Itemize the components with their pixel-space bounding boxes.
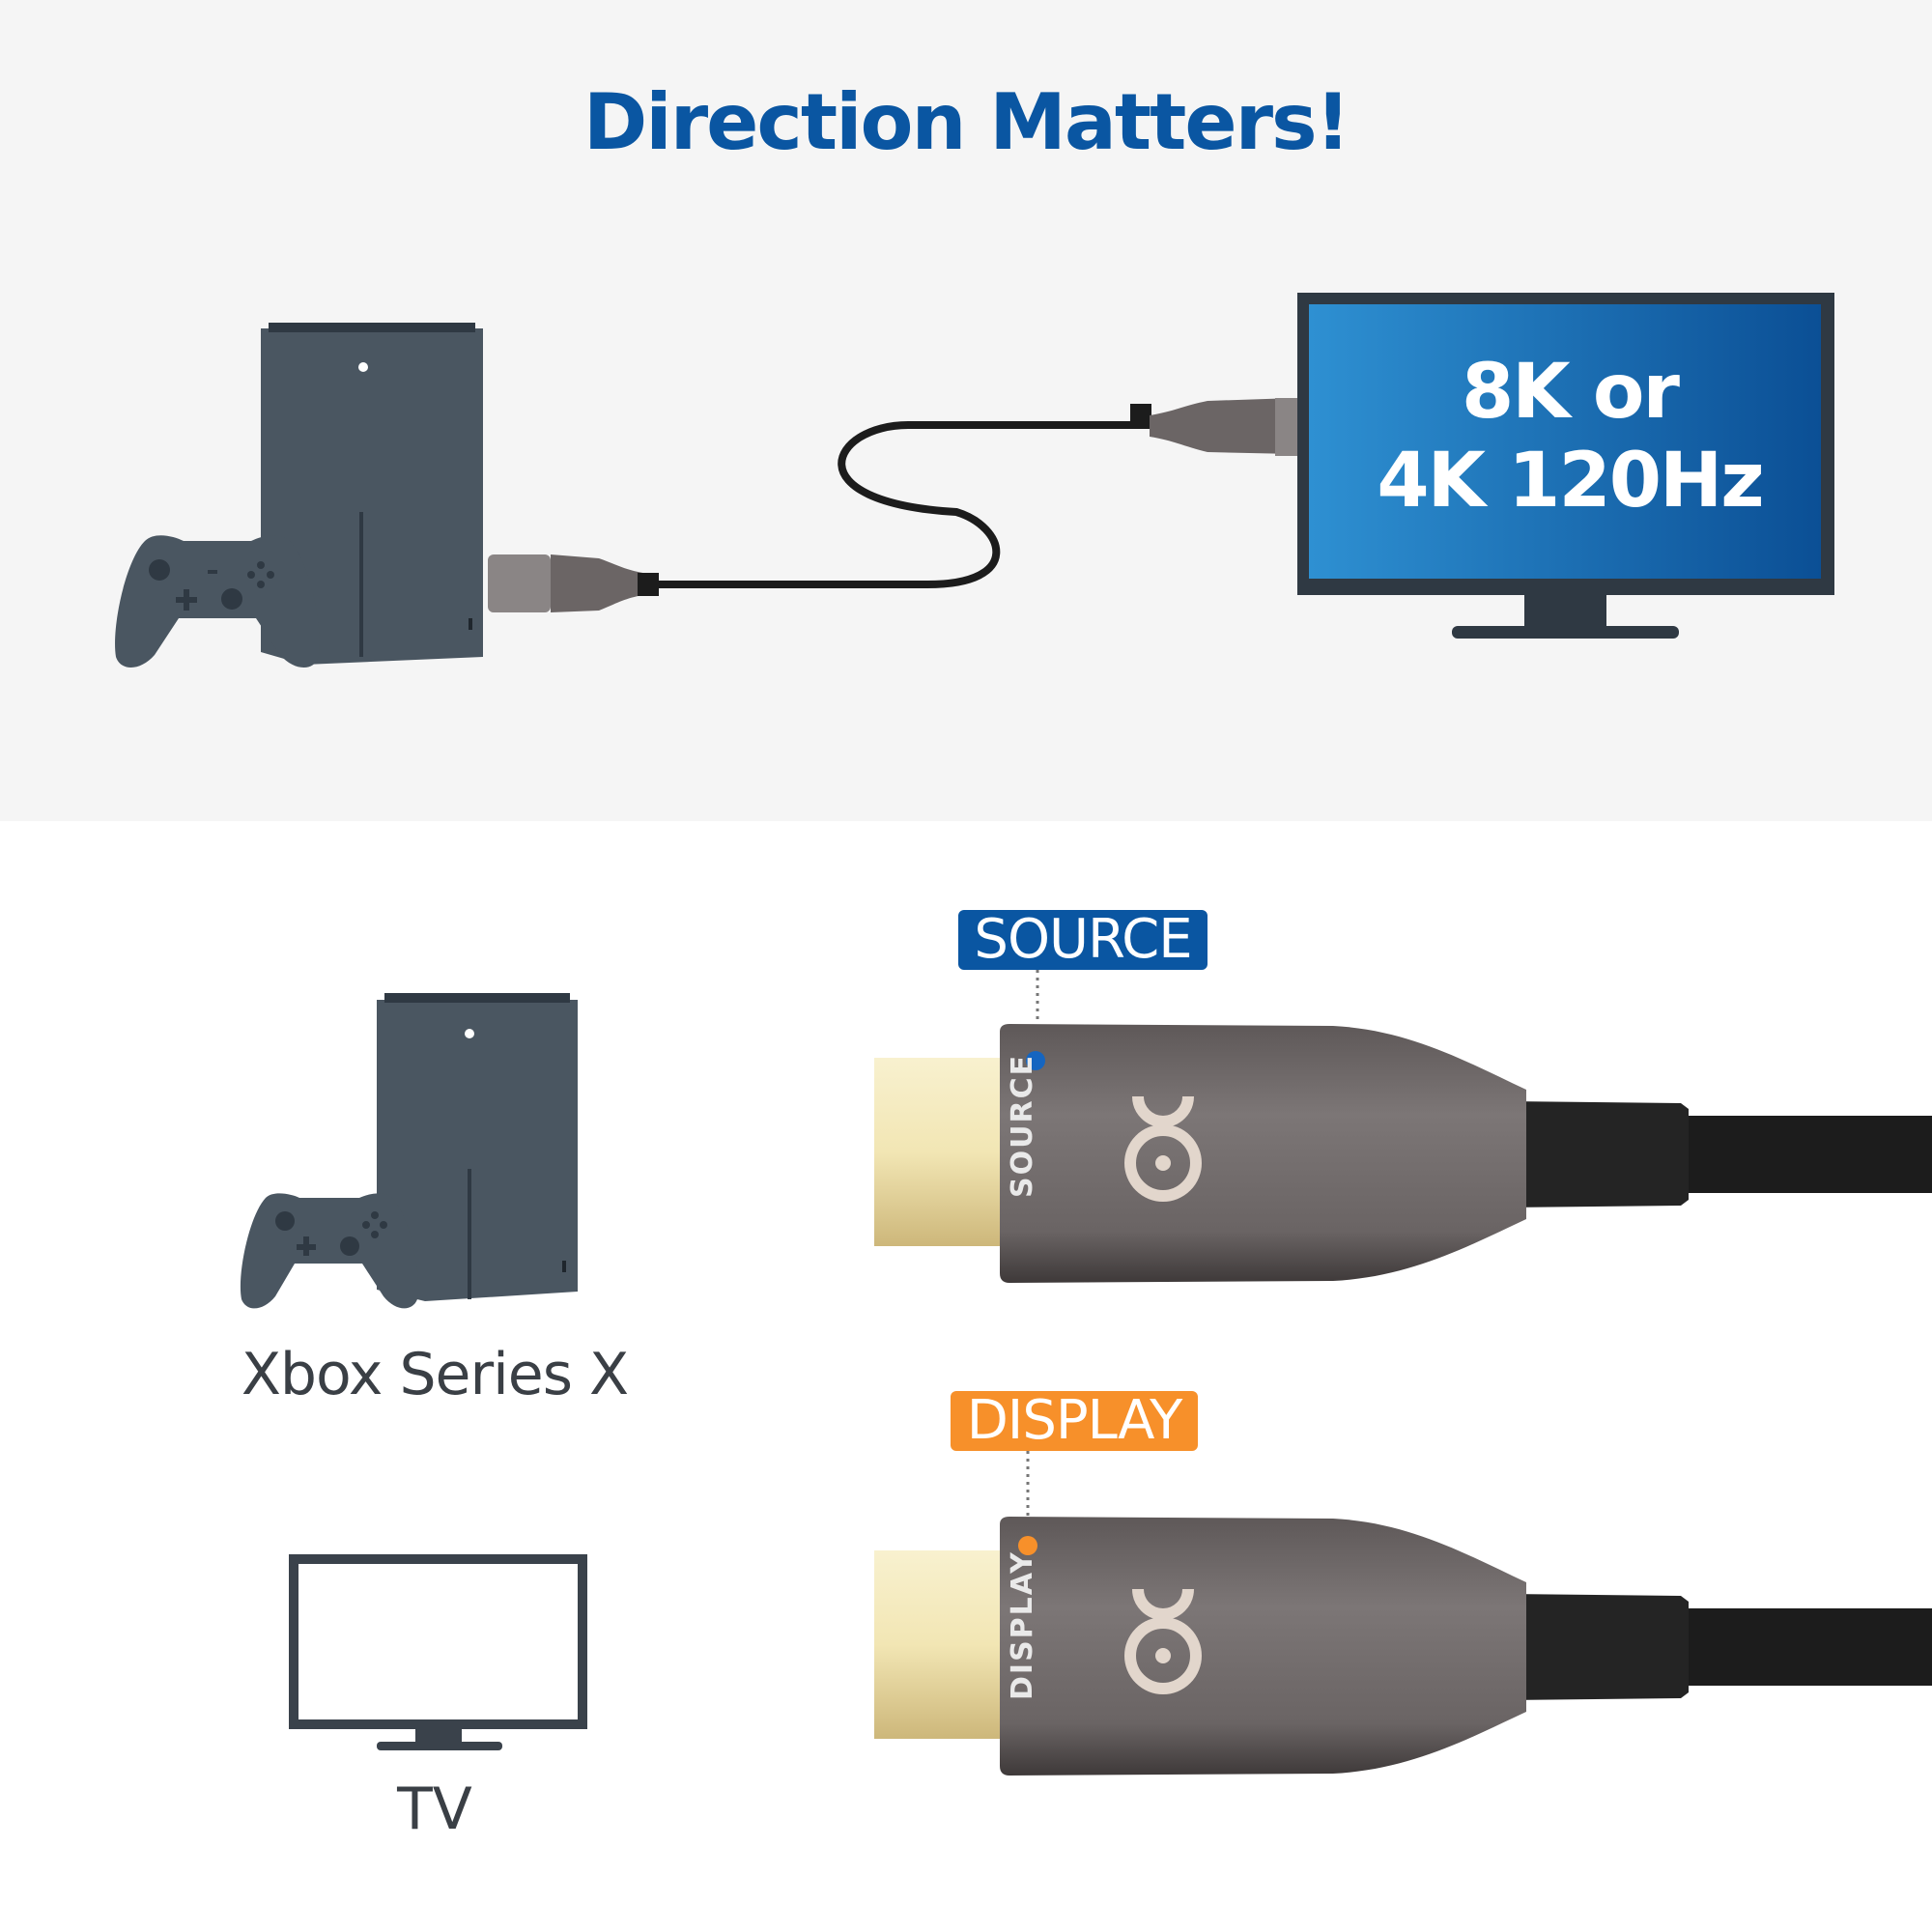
top-illustration <box>115 293 1834 668</box>
display-plug-large <box>874 1517 1932 1776</box>
display-plug-label: DISPLAY <box>1006 1550 1039 1700</box>
game-controller-icon-large <box>240 1193 419 1309</box>
display-indicator-dot <box>1018 1536 1037 1555</box>
tv-screen-line-1: 8K or <box>1462 349 1680 436</box>
xbox-console-icon-large <box>377 993 578 1301</box>
brand-logo-icon <box>1124 1095 1202 1202</box>
page-title: Direction Matters! <box>582 77 1350 167</box>
tv-outline-icon <box>289 1554 587 1750</box>
source-plug-label: SOURCE <box>1006 1053 1039 1198</box>
brand-logo-icon <box>1124 1588 1202 1694</box>
game-controller-icon <box>115 535 320 668</box>
display-plug-small <box>1130 398 1298 456</box>
hdmi-cable <box>638 421 1159 588</box>
xbox-label: Xbox Series X <box>241 1341 629 1408</box>
source-tag: SOURCE <box>958 910 1208 970</box>
bottom-panel <box>0 821 1932 1932</box>
tv-screen-line-2: 4K 120Hz <box>1377 438 1764 525</box>
source-plug-large <box>874 1024 1932 1283</box>
source-indicator-dot <box>1026 1051 1045 1070</box>
tv-label: TV <box>397 1776 472 1843</box>
tv-monitor-icon <box>1297 293 1834 639</box>
tv-screen-text: 8K or 4K 120Hz <box>1314 348 1826 526</box>
display-tag: DISPLAY <box>951 1391 1198 1451</box>
source-plug-small <box>488 554 659 612</box>
xbox-console-icon <box>261 323 483 665</box>
